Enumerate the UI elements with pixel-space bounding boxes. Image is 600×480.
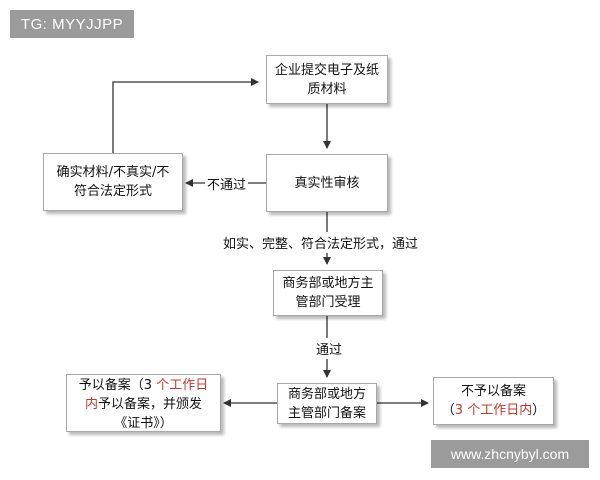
node-record-no-days: 3 个工作日内 [454, 403, 533, 418]
node-record-no-sub: （3 个工作日内） [442, 401, 545, 420]
node-submit-label: 企业提交电子及纸质材料 [275, 62, 380, 97]
node-record-no: 不予以备案 （3 个工作日内） [433, 377, 554, 425]
watermark-bottom: www.zhcnybyl.com [431, 440, 589, 468]
node-review: 真实性审核 [266, 154, 388, 212]
node-submit: 企业提交电子及纸质材料 [266, 55, 388, 104]
edge-label-not-pass: 不通过 [205, 174, 249, 193]
node-reject-label: 确实材料/不真实/不符合法定形式 [56, 165, 170, 199]
node-record-label: 商务部或地方主管部门备案 [287, 386, 366, 421]
node-record-no-main: 不予以备案 [460, 384, 526, 399]
edge-label-pass-condition: 如实、完整、符合法定形式，通过 [221, 232, 421, 253]
node-record-yes-text: 予以备案（3 个工作日内予以备案，并颁发《证书》） [79, 378, 208, 431]
node-record-no-close: ） [532, 403, 546, 418]
node-record-no-text: 不予以备案 （3 个工作日内） [442, 382, 545, 420]
node-record-yes-main: 予以备案（3 [78, 378, 157, 393]
node-record-yes-tail: 予以备案，并颁发《证书》） [98, 397, 203, 431]
node-accept-label: 商务部或地方主管部门受理 [282, 276, 374, 310]
node-record-no-open: （ [441, 403, 455, 418]
edge-reject-submit [112, 78, 259, 153]
watermark-top: TG: MYYJJPP [10, 10, 134, 38]
node-review-label: 真实性审核 [294, 175, 360, 191]
node-record: 商务部或地方主管部门备案 [277, 383, 377, 424]
node-record-yes: 予以备案（3 个工作日内予以备案，并颁发《证书》） [66, 374, 221, 432]
edge-label-pass: 通过 [314, 338, 345, 359]
node-reject: 确实材料/不真实/不符合法定形式 [43, 153, 183, 211]
node-accept: 商务部或地方主管部门受理 [273, 270, 383, 316]
node-record-yes-days: 个工作日内 [84, 378, 209, 412]
